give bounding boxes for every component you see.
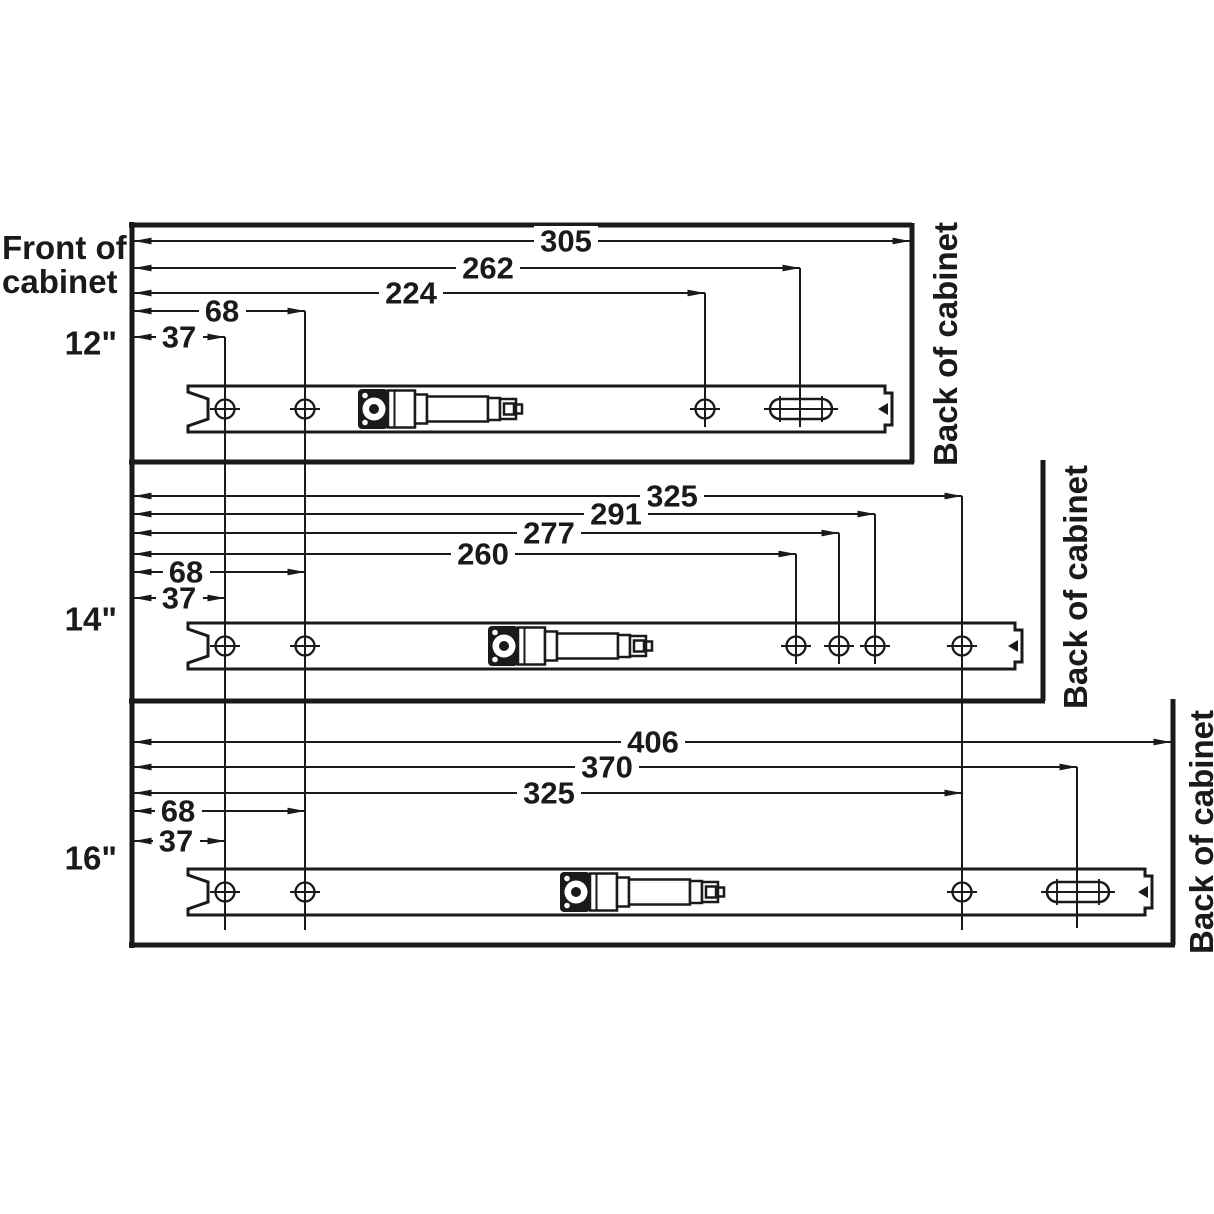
back-of-cabinet-label-12: Back of cabinet (927, 222, 964, 466)
dim-value: 68 (205, 294, 239, 329)
dim-14-325: 325 (134, 479, 962, 514)
section-12: 305 262 224 68 37 (65, 222, 964, 466)
dim-14-277: 277 (134, 516, 839, 551)
dim-12-68: 68 (134, 294, 305, 329)
front-of-cabinet-label: Front of cabinet (2, 229, 128, 300)
dim-16-325: 325 (134, 776, 962, 811)
section-16: 406 370 325 68 37 (65, 710, 1214, 954)
dim-value: 291 (590, 497, 642, 532)
dim-value: 325 (523, 776, 575, 811)
dim-16-370: 370 (134, 750, 1077, 785)
dim-value: 277 (523, 516, 575, 551)
dim-12-37: 37 (134, 320, 225, 355)
dim-value: 305 (540, 224, 592, 259)
back-of-cabinet-label-14: Back of cabinet (1057, 465, 1094, 709)
rail-12-drawing (186, 384, 894, 434)
rail-14-drawing (186, 621, 1024, 671)
dim-value: 37 (159, 824, 193, 859)
dim-value: 325 (646, 479, 698, 514)
dim-16-37: 37 (134, 824, 225, 859)
dim-14-37: 37 (134, 581, 225, 616)
latch-mark (878, 403, 888, 415)
dim-16-406: 406 (134, 725, 1171, 760)
dim-12-305: 305 (134, 224, 910, 259)
back-of-cabinet-label-16: Back of cabinet (1183, 710, 1214, 954)
dim-value: 260 (457, 537, 509, 572)
cabinet-borders (129, 222, 1176, 948)
dim-value: 224 (385, 276, 437, 311)
section-14: 325 291 277 260 68 37 (65, 465, 1094, 709)
size-label-14: 14" (65, 601, 117, 638)
dim-value: 370 (581, 750, 633, 785)
latch-mark (1138, 886, 1148, 898)
size-label-16: 16" (65, 840, 117, 877)
dim-14-291: 291 (134, 497, 875, 532)
dim-12-262: 262 (134, 251, 800, 286)
dim-16-68: 68 (134, 794, 305, 829)
dim-value: 68 (161, 794, 195, 829)
front-label-line1: Front of (2, 229, 128, 266)
dim-value: 37 (162, 320, 196, 355)
dim-14-260: 260 (134, 537, 796, 572)
front-label-line2: cabinet (2, 263, 118, 300)
dim-value: 262 (462, 251, 514, 286)
rail-16-drawing (186, 867, 1154, 917)
dim-value: 37 (162, 581, 196, 616)
latch-mark (1008, 640, 1018, 652)
size-label-12: 12" (65, 325, 117, 362)
shared-extension-lines (224, 311, 1078, 930)
dim-12-224: 224 (134, 276, 705, 311)
